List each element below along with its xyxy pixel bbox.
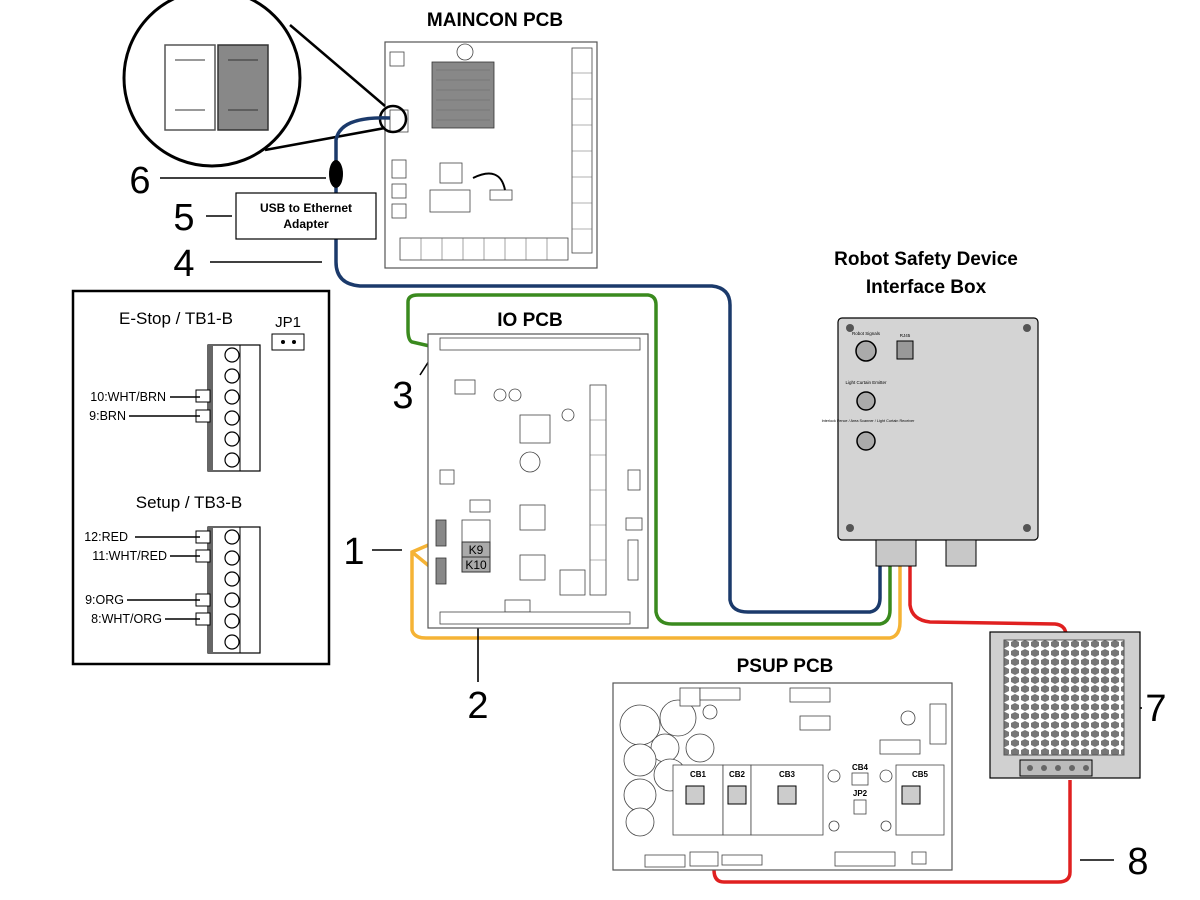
maincon-title: MAINCON PCB <box>427 10 563 31</box>
callout-5: 5 <box>173 197 194 239</box>
wire-9-org: 9:ORG <box>85 593 124 607</box>
wire-10-wht-brn: 10:WHT/BRN <box>90 390 166 404</box>
adapter-line1: USB to Ethernet <box>260 201 352 215</box>
breaker-cb2: CB2 <box>722 764 752 836</box>
breaker-cb5: CB5 <box>895 764 945 836</box>
svg-text:CB1: CB1 <box>690 770 707 779</box>
callout-8: 8 <box>1127 841 1148 883</box>
robot-signals-label: Robot Signals <box>852 331 881 336</box>
wire-9-brn: 9:BRN <box>89 409 126 423</box>
red-cable-psup <box>712 780 1072 884</box>
red-cable <box>908 566 1068 635</box>
maincon-right-connectors <box>571 47 593 254</box>
power-supply <box>989 631 1141 779</box>
svg-text:CB2: CB2 <box>729 770 746 779</box>
usb-ethernet-adapter: USB to Ethernet Adapter <box>235 192 377 240</box>
callout-1: 1 <box>343 531 364 573</box>
breaker-cb3: CB3 <box>750 764 824 836</box>
ferrite-bead <box>329 160 343 188</box>
relay-k10: K10 <box>465 558 487 572</box>
setup-title: Setup / TB3-B <box>136 493 242 512</box>
io-title: IO PCB <box>497 310 562 331</box>
adapter-line2: Adapter <box>283 217 329 231</box>
psup-pcb: PSUP PCB CB1 CB2 CB3 CB4 <box>612 656 953 871</box>
callout-4: 4 <box>173 243 194 285</box>
robot-signals-connector <box>855 340 877 362</box>
callout-6: 6 <box>129 160 150 202</box>
jp1-label: JP1 <box>275 314 301 331</box>
callout-3: 3 <box>392 375 413 417</box>
maincon-pcb: MAINCON PCB <box>378 10 598 269</box>
emitter-label: Light Curtain Emitter <box>845 380 887 385</box>
green-cable <box>406 293 892 626</box>
relay-k9: K9 <box>469 543 484 557</box>
tb3-terminal-block <box>195 526 261 654</box>
ethernet-cable <box>334 116 882 614</box>
estop-title: E-Stop / TB1-B <box>119 309 233 328</box>
terminal-detail-box: E-Stop / TB1-B JP1 10:WHT/BRN 9:BRN Setu… <box>71 289 331 666</box>
safety-title-line2: Interface Box <box>866 277 987 298</box>
cb4-label: CB4 <box>852 763 869 772</box>
svg-text:CB5: CB5 <box>912 770 929 779</box>
maincon-bottom-connectors <box>399 237 569 261</box>
usb-port-magnifier <box>122 0 386 168</box>
tb1-terminal-block <box>195 344 261 472</box>
jp2-label: JP2 <box>853 789 868 798</box>
rj45-label: RJ45 <box>900 333 911 338</box>
wire-8-wht-org: 8:WHT/ORG <box>91 612 162 626</box>
safety-title-line1: Robot Safety Device <box>834 249 1018 270</box>
psup-title: PSUP PCB <box>737 656 834 677</box>
receiver-label: Interlock Fence / Area Scanner / Light C… <box>822 419 916 423</box>
callout-7: 7 <box>1145 688 1166 730</box>
receiver-connector <box>856 431 876 451</box>
wire-11-wht-red: 11:WHT/RED <box>92 549 167 563</box>
rj45-port <box>896 340 914 360</box>
breaker-cb1: CB1 <box>672 764 724 836</box>
emitter-connector <box>856 391 876 411</box>
svg-text:CB3: CB3 <box>779 770 796 779</box>
wire-12-red: 12:RED <box>84 530 128 544</box>
io-pcb: IO PCB K9 K10 <box>427 310 649 629</box>
robot-safety-interface-box: Robot Safety Device Interface Box Robot … <box>822 249 1039 567</box>
callout-2: 2 <box>467 685 488 727</box>
